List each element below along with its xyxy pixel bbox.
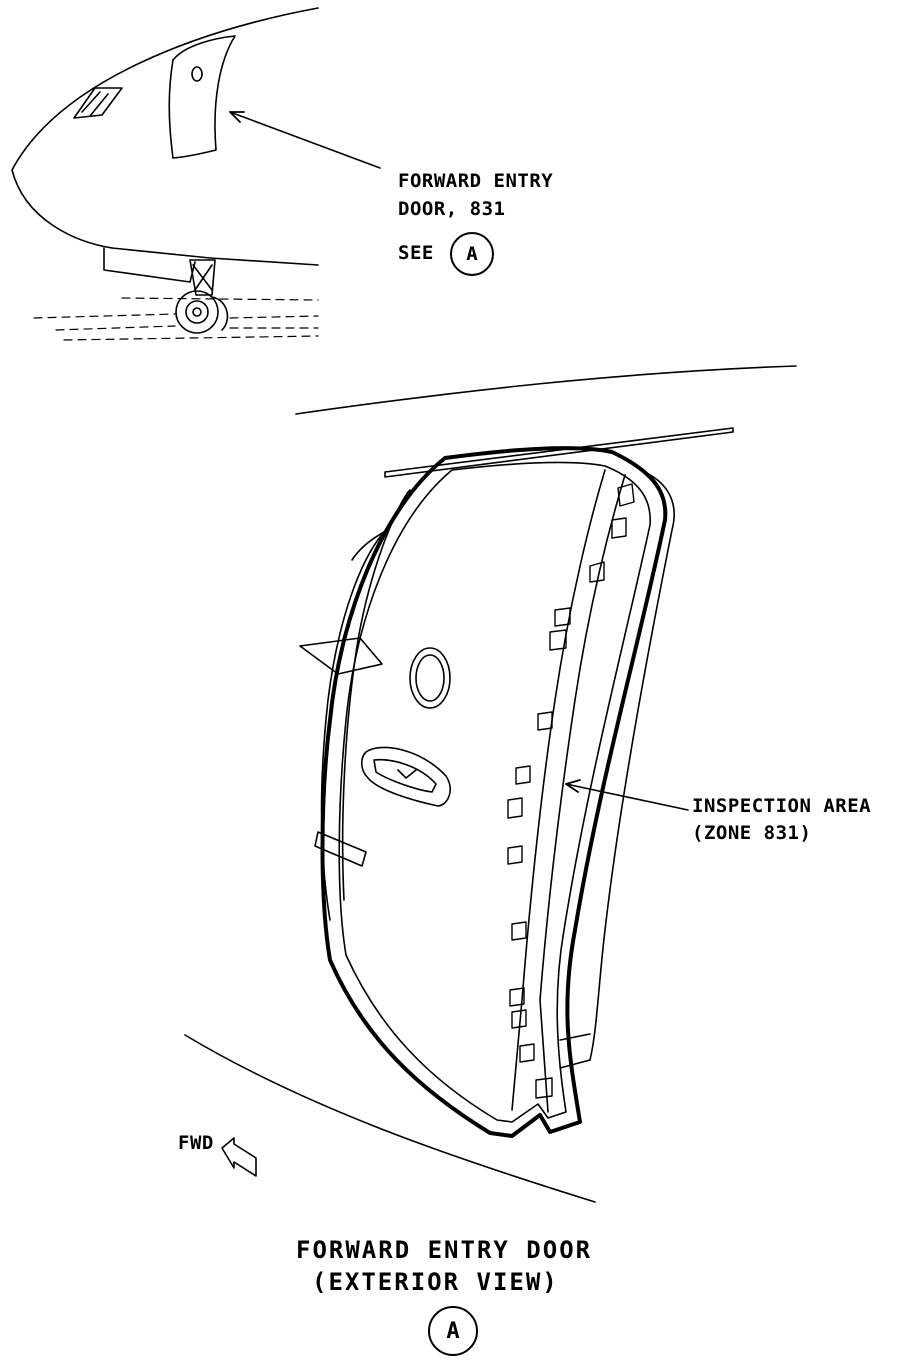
- view-title-line1: FORWARD ENTRY DOOR: [296, 1236, 593, 1264]
- inspection-callout-line1: INSPECTION AREA: [692, 795, 872, 817]
- hinge-tab-lower: [314, 831, 367, 867]
- nose-gear-strut: [189, 259, 216, 296]
- see-label: SEE: [398, 242, 434, 264]
- door-callout-line2: DOOR, 831: [398, 198, 506, 220]
- door-skin-edge: [341, 489, 411, 901]
- fuselage-upper-contour: [295, 365, 797, 415]
- inspection-callout-line2: (ZONE 831): [692, 822, 812, 844]
- see-view-reference-letter: A: [466, 243, 478, 265]
- door-stop-rail: [511, 469, 606, 1111]
- view-reference-letter: A: [446, 1318, 460, 1344]
- door-callout-line1: FORWARD ENTRY: [398, 170, 554, 192]
- door-surround-frame: [589, 469, 675, 1061]
- overview-door-window: [191, 66, 203, 82]
- fwd-arrow-icon: [221, 1137, 257, 1177]
- nose-gear-wheel: [175, 290, 219, 334]
- nose-belly-line: [111, 247, 319, 266]
- see-view-reference: A: [450, 232, 494, 276]
- door-callout-leader: [229, 111, 381, 169]
- fuselage-lower-contour: [184, 1034, 596, 1203]
- hinge-tab-upper: [299, 637, 383, 675]
- door-handle: [360, 746, 451, 807]
- cockpit-window: [73, 87, 123, 119]
- fwd-label: FWD: [178, 1132, 214, 1154]
- door-stop-fittings: [507, 483, 635, 1099]
- door-left-flap: [320, 531, 385, 921]
- nose-gear-door: [103, 247, 196, 283]
- view-title-line2: (EXTERIOR VIEW): [312, 1268, 559, 1296]
- overview-door: [168, 35, 236, 159]
- gear-dashed-lines: [33, 297, 319, 341]
- inspection-callout-leader: [565, 783, 689, 811]
- door-outer-contour: [320, 446, 668, 1138]
- door-top-rail: [384, 427, 734, 478]
- door-window: [409, 647, 451, 709]
- view-reference: A: [428, 1306, 478, 1356]
- door-inner-contour: [338, 461, 651, 1123]
- nose-fuselage-outline: [11, 7, 319, 249]
- aircraft-nose-overview: [11, 7, 381, 341]
- door-detail-view: [184, 365, 797, 1203]
